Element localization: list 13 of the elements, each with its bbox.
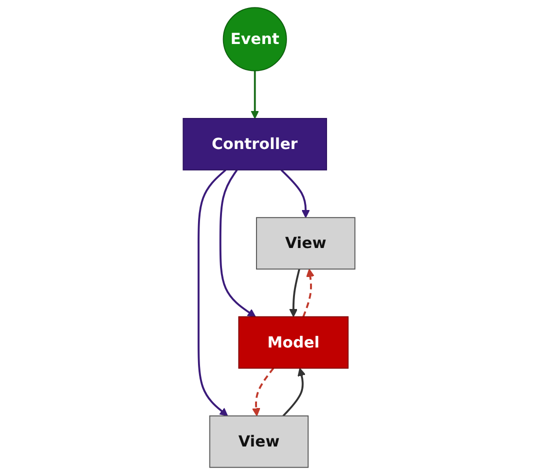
node-circle: Event: [222, 7, 287, 72]
arrow: [302, 268, 314, 318]
node-box: Model: [238, 316, 349, 369]
arrow: [219, 169, 256, 318]
node-box: View: [256, 217, 356, 270]
node-box: View: [209, 415, 309, 468]
arrow: [250, 70, 260, 119]
arrow: [280, 169, 310, 218]
node-box: Controller: [182, 118, 327, 170]
arrow: [282, 368, 306, 417]
arrow: [198, 169, 228, 416]
arrow: [252, 368, 274, 416]
arrow: [289, 268, 300, 318]
